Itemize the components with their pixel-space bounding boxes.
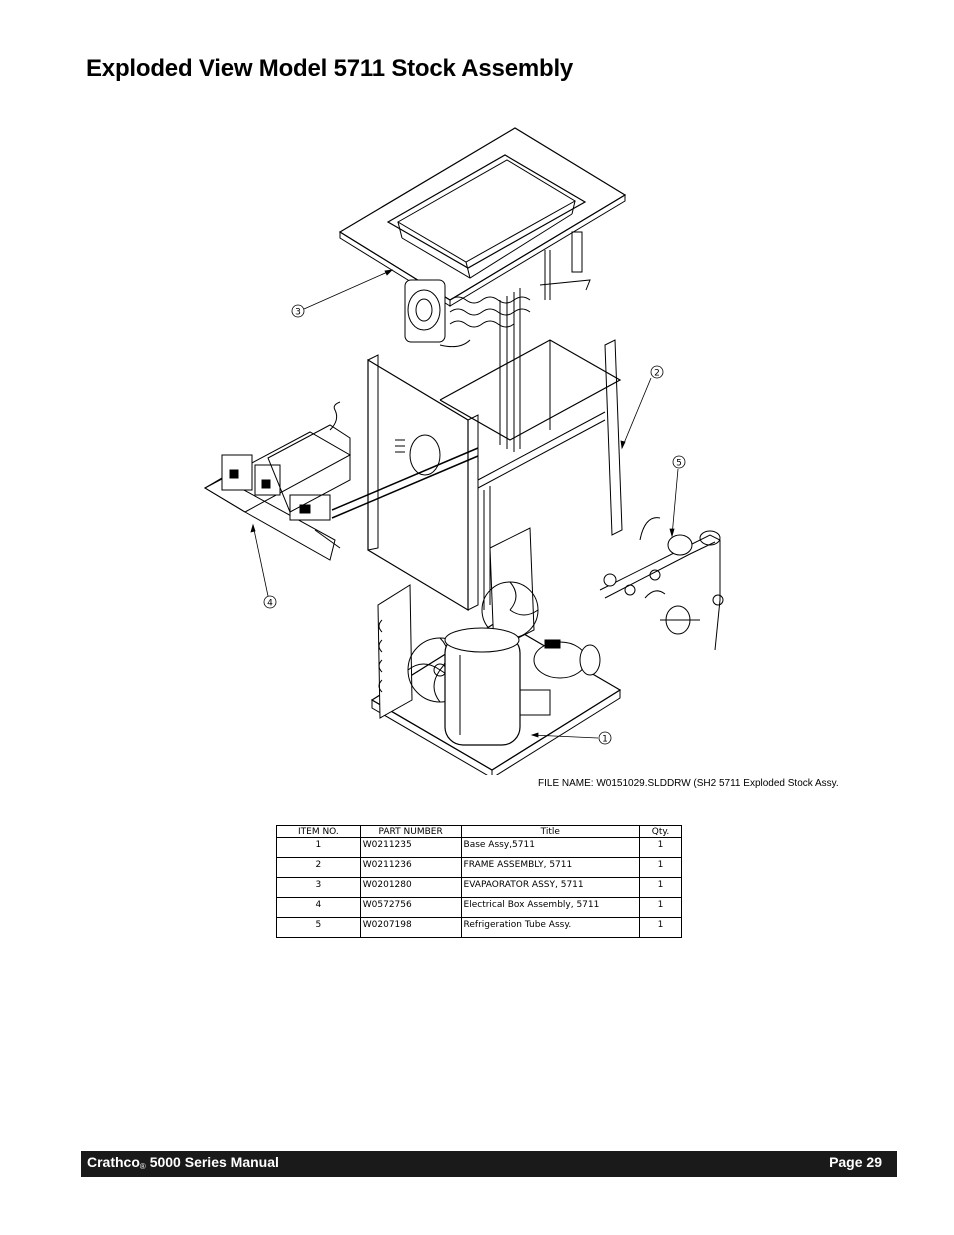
evaporator-tray bbox=[338, 127, 627, 307]
header-item-no: ITEM NO. bbox=[276, 825, 361, 838]
table-row: 1 W0211235 Base Assy,5711 1 bbox=[276, 837, 682, 858]
qty-cell: 1 bbox=[639, 897, 682, 918]
table-row: 4 W0572756 Electrical Box Assembly, 5711… bbox=[276, 897, 682, 918]
table-row: 3 W0201280 EVAPAORATOR ASSY, 5711 1 bbox=[276, 877, 682, 898]
callout-balloons: 3 2 5 4 1 bbox=[263, 304, 686, 745]
drawing-file-name: FILE NAME: W0151029.SLDDRW (SH2 5711 Exp… bbox=[538, 778, 839, 789]
callout-1 bbox=[598, 731, 612, 745]
title-cell: EVAPAORATOR ASSY, 5711 bbox=[460, 877, 641, 898]
part-number-cell: W0211235 bbox=[359, 837, 462, 858]
part-number-cell: W0201280 bbox=[359, 877, 462, 898]
manual-name: 5000 Series Manual bbox=[145, 1154, 279, 1170]
page-number: Page 29 bbox=[829, 1154, 882, 1170]
frame-assembly bbox=[331, 339, 623, 612]
item-no-cell: 2 bbox=[276, 857, 361, 878]
registered-mark: ® bbox=[139, 1162, 146, 1171]
parts-table: ITEM NO. PART NUMBER Title Qty. 1 W02112… bbox=[276, 825, 682, 938]
title-cell: Electrical Box Assembly, 5711 bbox=[460, 897, 641, 918]
qty-cell: 1 bbox=[639, 877, 682, 898]
title-cell: Refrigeration Tube Assy. bbox=[460, 917, 641, 938]
leader-lines bbox=[250, 269, 679, 739]
part-number-cell: W0572756 bbox=[359, 897, 462, 918]
page-title: Exploded View Model 5711 Stock Assembly bbox=[86, 55, 574, 82]
qty-cell: 1 bbox=[639, 857, 682, 878]
item-no-cell: 1 bbox=[276, 837, 361, 858]
header-title: Title bbox=[460, 825, 641, 838]
electrical-box bbox=[203, 401, 352, 561]
title-cell: Base Assy,5711 bbox=[460, 837, 641, 858]
refrigeration-tube-assembly bbox=[599, 517, 724, 651]
header-part-number: PART NUMBER bbox=[359, 825, 462, 838]
part-number-cell: W0211236 bbox=[359, 857, 462, 878]
qty-cell: 1 bbox=[639, 917, 682, 938]
title-cell: FRAME ASSEMBLY, 5711 bbox=[460, 857, 641, 878]
base-assembly bbox=[370, 527, 622, 775]
exploded-view-drawing: 3 2 5 4 1 bbox=[203, 127, 724, 775]
callout-label: 3 bbox=[295, 308, 301, 318]
callout-label: 4 bbox=[267, 599, 273, 609]
evaporator-coil bbox=[404, 231, 591, 452]
part-number-cell: W0207198 bbox=[359, 917, 462, 938]
item-no-cell: 5 bbox=[276, 917, 361, 938]
footer-manual-title: Crathco® 5000 Series Manual bbox=[87, 1154, 279, 1171]
item-no-cell: 3 bbox=[276, 877, 361, 898]
qty-cell: 1 bbox=[639, 837, 682, 858]
callout-4 bbox=[263, 595, 277, 609]
table-row: 5 W0207198 Refrigeration Tube Assy. 1 bbox=[276, 917, 682, 938]
callout-3 bbox=[291, 304, 305, 318]
header-qty: Qty. bbox=[639, 825, 682, 838]
callout-label: 5 bbox=[676, 459, 682, 469]
table-row: 2 W0211236 FRAME ASSEMBLY, 5711 1 bbox=[276, 857, 682, 878]
table-header-row: ITEM NO. PART NUMBER Title Qty. bbox=[276, 825, 682, 838]
callout-5 bbox=[672, 455, 686, 469]
page-footer: Crathco® 5000 Series Manual Page 29 bbox=[81, 1151, 897, 1177]
callout-label: 2 bbox=[654, 369, 660, 379]
brand-name: Crathco bbox=[87, 1154, 140, 1170]
callout-label: 1 bbox=[602, 735, 608, 745]
item-no-cell: 4 bbox=[276, 897, 361, 918]
callout-2 bbox=[650, 365, 664, 379]
